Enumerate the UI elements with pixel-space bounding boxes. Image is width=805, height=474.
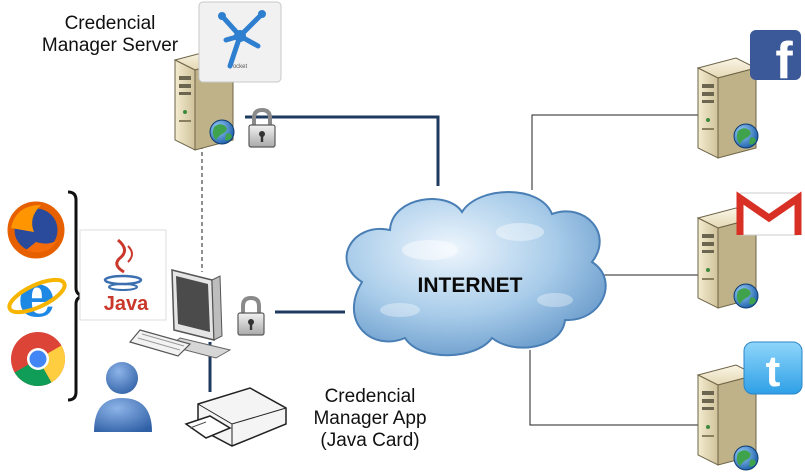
client-lock-icon: [236, 296, 266, 337]
server-label-line-1: Credencial: [64, 13, 156, 34]
twitter-link: [529, 350, 700, 426]
mobile-pocket-logo-icon: ocket: [198, 1, 282, 83]
java-label: Java: [103, 293, 149, 315]
globe-icon: [733, 445, 759, 471]
internet-explorer-icon: e: [7, 261, 67, 331]
firefox-icon: [7, 201, 65, 259]
internet-cloud: [345, 191, 607, 357]
svg-text:ocket: ocket: [233, 64, 248, 70]
card-reader: [184, 387, 287, 447]
chrome-icon: [11, 332, 66, 387]
globe-icon: [733, 123, 759, 149]
app-label-line-1: Credencial: [324, 386, 416, 407]
user-icon: [94, 362, 152, 432]
svg-text:t: t: [766, 347, 781, 396]
app-label: Credencial Manager App (Java Card): [290, 386, 450, 452]
svg-text:f: f: [775, 32, 793, 90]
gmail-icon: [736, 191, 802, 236]
globe-icon: [209, 119, 235, 145]
java-logo-icon: [79, 229, 167, 321]
server-uplink: [245, 115, 440, 186]
client-computer: [128, 269, 232, 359]
server-label-line-2: Manager Server: [41, 35, 179, 56]
svg-text:e: e: [18, 261, 56, 331]
app-label-line-3: (Java Card): [320, 430, 420, 451]
server-label: Credencial Manager Server: [20, 13, 200, 57]
facebook-icon: f: [750, 30, 801, 90]
internet-label: INTERNET: [417, 274, 523, 297]
app-label-line-2: Manager App: [313, 408, 427, 429]
facebook-link: [531, 114, 700, 190]
twitter-icon: t: [743, 341, 803, 396]
globe-icon: [733, 283, 759, 309]
